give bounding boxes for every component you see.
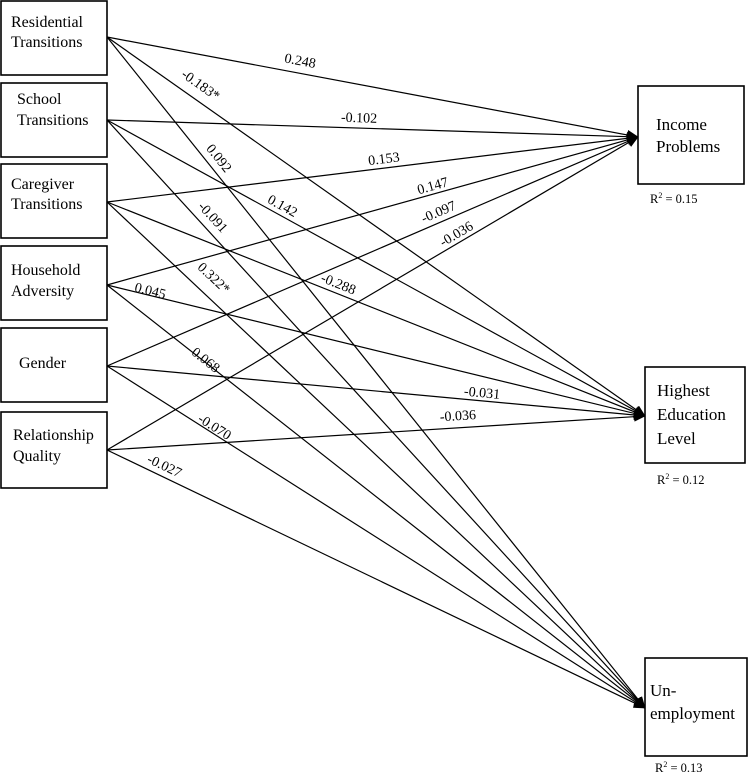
path-gender-to-education — [106, 365, 646, 420]
outcome-income-label: Income Problems — [656, 115, 720, 156]
paths-layer: 0.248-0.183*0.092-0.1020.142-0.0910.153-… — [106, 36, 646, 709]
predictor-residential-label: Residential Transitions — [11, 14, 87, 51]
path-school-to-education — [106, 119, 646, 417]
path-caregiver-to-income — [106, 133, 639, 203]
predictor-school: School Transitions — [0, 82, 108, 158]
predictor-relationship-label: Relationship Quality — [13, 427, 98, 465]
path-residential-to-unemployment — [106, 36, 646, 709]
predictor-caregiver: Caregiver Transitions — [0, 163, 108, 239]
coef-residential-to-income: 0.248 — [283, 51, 317, 72]
predictor-household: Household Adversity — [0, 245, 108, 321]
path-residential-to-education — [106, 36, 646, 417]
r2-unemployment: R2 = 0.13 — [655, 760, 703, 775]
r2-education: R2 = 0.12 — [657, 472, 705, 487]
r2-income: R2 = 0.15 — [650, 191, 698, 206]
path-relationship-to-income — [106, 136, 639, 451]
path-household-to-unemployment — [106, 284, 646, 709]
coef-relationship-to-income: -0.036 — [437, 219, 476, 250]
coef-relationship-to-education: -0.036 — [439, 408, 476, 425]
coef-school-to-unemployment: -0.091 — [194, 199, 229, 236]
coef-gender-to-education: -0.031 — [463, 385, 500, 403]
predictor-gender-label: Gender — [19, 355, 67, 372]
outcome-education-label: Highest Education Level — [657, 381, 730, 448]
predictor-gender: Gender — [0, 327, 108, 403]
outcome-unemployment: Un- employment — [644, 657, 748, 757]
outcome-unemployment-label: Un- employment — [650, 681, 735, 723]
predictor-school-label: School Transitions — [17, 91, 88, 129]
path-residential-to-income — [106, 36, 639, 140]
coef-household-to-education: 0.045 — [133, 281, 167, 303]
path-gender-to-income — [106, 136, 639, 367]
path-relationship-to-education — [106, 411, 646, 451]
outcome-education: Highest Education Level — [644, 366, 746, 464]
outcome-income: Income Problems — [637, 85, 745, 185]
coef-residential-to-unemployment: 0.092 — [203, 142, 234, 176]
path-school-to-income — [106, 119, 639, 142]
path-school-to-unemployment — [106, 119, 646, 709]
path-household-to-income — [106, 135, 639, 286]
path-household-to-education — [106, 284, 646, 419]
predictor-caregiver-label: Caregiver Transitions — [11, 176, 82, 213]
predictor-relationship: Relationship Quality — [0, 411, 108, 489]
predictor-household-label: Household Adversity — [11, 262, 84, 300]
path-caregiver-to-unemployment — [106, 201, 646, 709]
coef-caregiver-to-income: 0.153 — [367, 150, 400, 169]
path-gender-to-unemployment — [106, 365, 646, 709]
path-relationship-to-unemployment — [106, 449, 646, 709]
coef-school-to-income: -0.102 — [341, 111, 378, 127]
coef-caregiver-to-unemployment: 0.322* — [194, 260, 232, 297]
path-caregiver-to-education — [106, 201, 646, 417]
predictor-residential: Residential Transitions — [0, 0, 108, 76]
coef-residential-to-education: -0.183* — [178, 67, 222, 104]
coef-gender-to-unemployment: -0.070 — [195, 412, 234, 444]
